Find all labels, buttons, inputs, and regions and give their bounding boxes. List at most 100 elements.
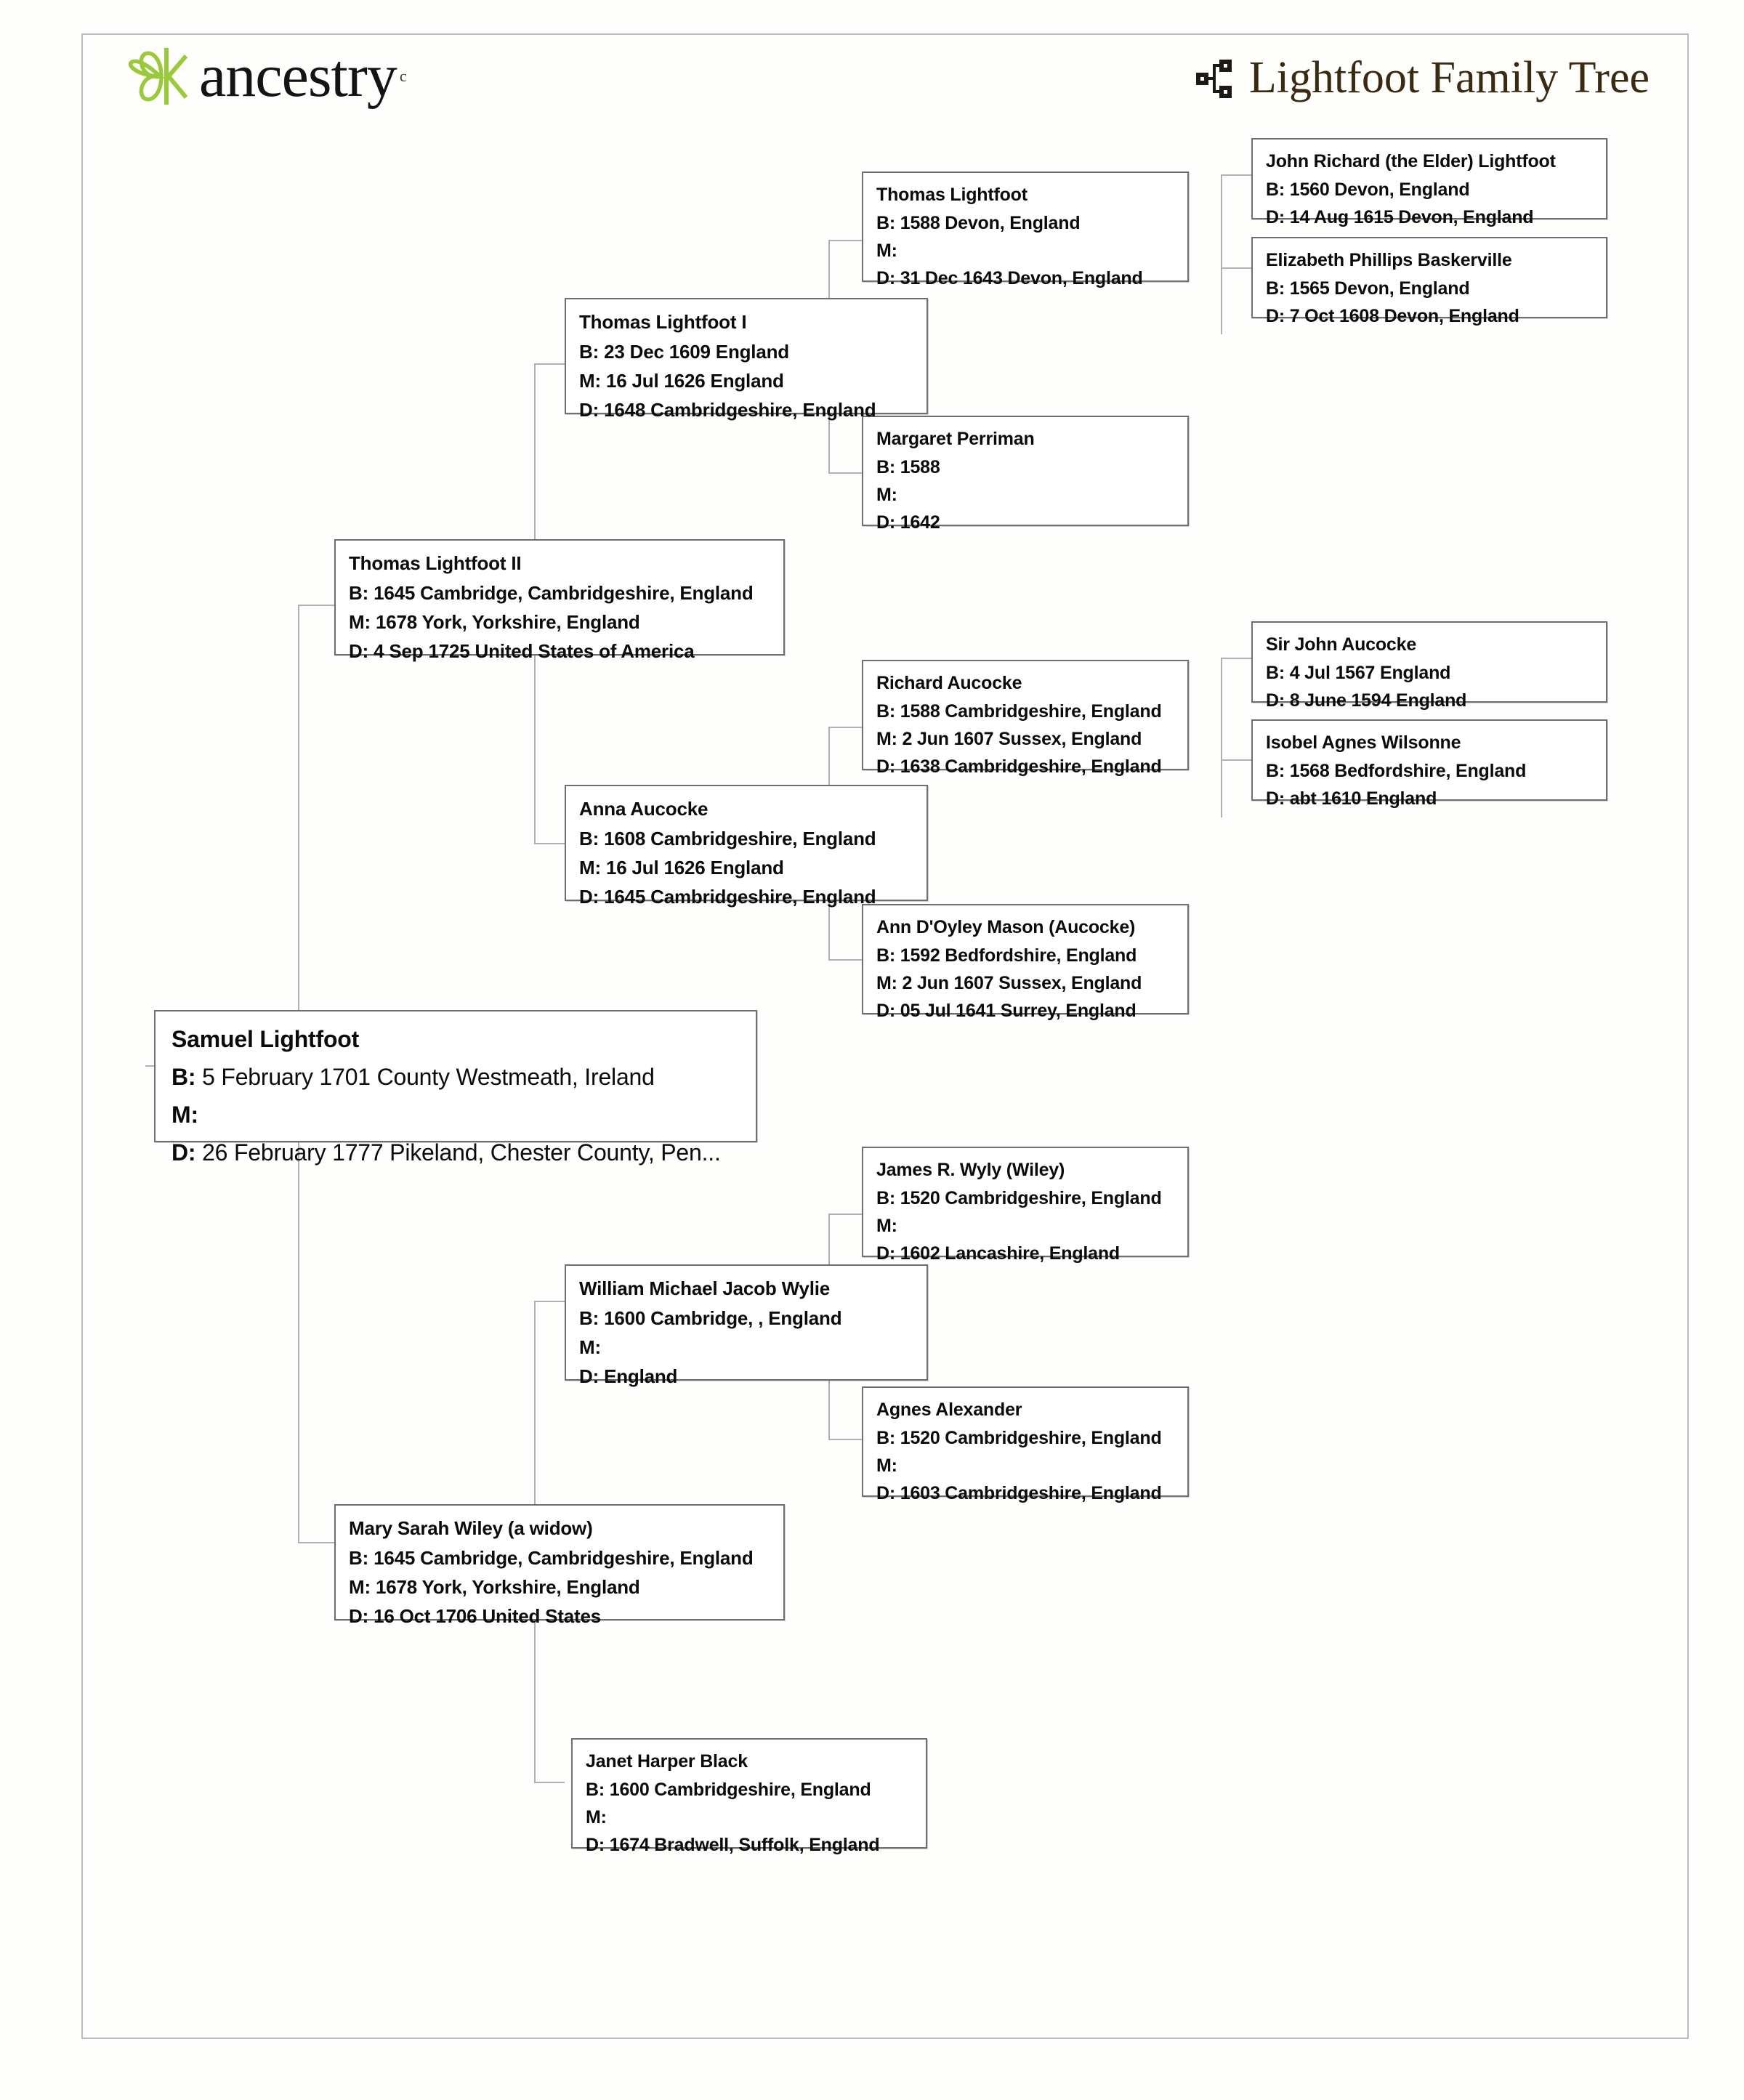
person-box-margaret-perriman[interactable]: Margaret Perriman B: 1588 M: D: 1642 [862, 416, 1189, 533]
birth-value: 4 Jul 1567 England [1289, 663, 1451, 683]
person-death: D: England [579, 1365, 678, 1387]
person-marriage: M: [171, 1102, 198, 1128]
person-death: D: 1648 Cambridgeshire, England [579, 399, 876, 421]
person-birth: B: 4 Jul 1567 England [1266, 663, 1451, 683]
death-value: 26 February 1777 Pikeland, Chester Count… [202, 1139, 721, 1166]
person-death: D: 31 Dec 1643 Devon, England [876, 268, 1143, 288]
person-birth: B: 1568 Bedfordshire, England [1266, 761, 1527, 781]
person-name: William Michael Jacob Wylie [579, 1277, 831, 1299]
family-tree-icon [1195, 59, 1232, 98]
connector [534, 363, 565, 365]
person-marriage: M: 16 Jul 1626 England [579, 857, 784, 879]
ancestry-logo[interactable]: ancestry c [116, 45, 407, 108]
death-value: 7 Oct 1608 Devon, England [1289, 306, 1519, 326]
person-death: D: 1638 Cambridgeshire, England [876, 756, 1162, 777]
person-box-thomas-lightfoot[interactable]: Thomas Lightfoot B: 1588 Devon, England … [862, 171, 1189, 288]
birth-value: 1520 Cambridgeshire, England [900, 1188, 1162, 1208]
person-death: D: 1603 Cambridgeshire, England [876, 1483, 1162, 1503]
death-value: 1642 [900, 512, 940, 533]
person-box-ann-doyley-mason[interactable]: Ann D'Oyley Mason (Aucocke) B: 1592 Bedf… [862, 904, 1189, 1021]
death-value: 31 Dec 1643 Devon, England [900, 268, 1143, 288]
person-box-thomas-lightfoot-i[interactable]: Thomas Lightfoot I B: 23 Dec 1609 Englan… [565, 298, 928, 421]
person-box-richard-aucocke[interactable]: Richard Aucocke B: 1588 Cambridgeshire, … [862, 660, 1189, 777]
person-box-anna-aucocke[interactable]: Anna Aucocke B: 1608 Cambridgeshire, Eng… [565, 785, 928, 908]
birth-value: 23 Dec 1609 England [604, 341, 789, 363]
person-name: Thomas Lightfoot [876, 185, 1028, 205]
person-name: Elizabeth Phillips Baskerville [1266, 250, 1512, 270]
person-death: D: 7 Oct 1608 Devon, England [1266, 306, 1519, 326]
birth-value: 1588 Devon, England [900, 213, 1081, 233]
birth-value: 1600 Cambridgeshire, England [609, 1780, 871, 1800]
person-name: Anna Aucocke [579, 798, 708, 820]
trademark-mark: c [399, 67, 407, 85]
person-birth: B: 1560 Devon, England [1266, 179, 1470, 200]
connector [828, 1439, 862, 1440]
page-border [81, 33, 1689, 2039]
person-box-james-r-wyly[interactable]: James R. Wyly (Wiley) B: 1520 Cambridges… [862, 1147, 1189, 1264]
person-birth: B: 1520 Cambridgeshire, England [876, 1428, 1162, 1448]
person-box-agnes-alexander[interactable]: Agnes Alexander B: 1520 Cambridgeshire, … [862, 1386, 1189, 1503]
person-marriage: M: 2 Jun 1607 Sussex, England [876, 973, 1142, 993]
tree-title-group: Lightfoot Family Tree [1195, 52, 1650, 104]
person-box-william-michael-jacob-wylie[interactable]: William Michael Jacob Wylie B: 1600 Camb… [565, 1264, 928, 1387]
person-box-john-richard-lightfoot[interactable]: John Richard (the Elder) Lightfoot B: 15… [1251, 138, 1607, 227]
connector [828, 727, 862, 728]
connector [1221, 174, 1222, 254]
person-box-thomas-lightfoot-ii[interactable]: Thomas Lightfoot II B: 1645 Cambridge, C… [334, 539, 785, 662]
connector [828, 472, 862, 474]
marriage-value: 1678 York, Yorkshire, England [375, 611, 640, 633]
connector [534, 1782, 565, 1783]
birth-value: 1645 Cambridge, Cambridgeshire, England [374, 1547, 754, 1569]
death-value: 16 Oct 1706 United States [374, 1605, 601, 1627]
person-name: James R. Wyly (Wiley) [876, 1160, 1065, 1180]
person-box-isobel-agnes-wilsonne[interactable]: Isobel Agnes Wilsonne B: 1568 Bedfordshi… [1251, 719, 1607, 809]
person-box-samuel-lightfoot[interactable]: Samuel Lightfoot B: 5 February 1701 Coun… [154, 1010, 757, 1166]
birth-value: 1588 Cambridgeshire, England [900, 701, 1162, 722]
death-value: 1645 Cambridgeshire, England [604, 886, 876, 908]
death-value: 8 June 1594 England [1289, 690, 1467, 711]
person-death: D: 16 Oct 1706 United States [349, 1605, 601, 1627]
connector [828, 1326, 830, 1439]
person-name: Sir John Aucocke [1266, 634, 1417, 655]
person-death: D: 1645 Cambridgeshire, England [579, 886, 876, 908]
person-name: John Richard (the Elder) Lightfoot [1266, 151, 1556, 171]
person-death: D: abt 1610 England [1266, 788, 1437, 809]
connector [1221, 658, 1251, 659]
marriage-value: 2 Jun 1607 Sussex, England [902, 729, 1142, 749]
connector [534, 1542, 536, 1782]
person-box-mary-sarah-wiley[interactable]: Mary Sarah Wiley (a widow) B: 1645 Cambr… [334, 1504, 785, 1627]
connector [828, 356, 830, 472]
person-death: D: 1602 Lancashire, England [876, 1243, 1121, 1264]
person-box-elizabeth-phillips-baskerville[interactable]: Elizabeth Phillips Baskerville B: 1565 D… [1251, 237, 1607, 326]
person-birth: B: 1592 Bedfordshire, England [876, 945, 1137, 966]
person-death: D: 26 February 1777 Pikeland, Chester Co… [171, 1139, 721, 1166]
person-birth: B: 1588 Cambridgeshire, England [876, 701, 1162, 722]
birth-value: 1608 Cambridgeshire, England [604, 828, 876, 849]
person-marriage: M: 1678 York, Yorkshire, England [349, 1576, 640, 1598]
connector [1221, 738, 1222, 817]
person-box-sir-john-aucocke[interactable]: Sir John Aucocke B: 4 Jul 1567 England D… [1251, 621, 1607, 711]
person-birth: B: 1600 Cambridgeshire, England [586, 1780, 871, 1800]
birth-value: 5 February 1701 County Westmeath, Irelan… [202, 1064, 655, 1090]
connector [534, 603, 536, 843]
connector [298, 1033, 299, 1542]
birth-value: 1600 Cambridge, , England [604, 1307, 842, 1329]
death-value: 1602 Lancashire, England [900, 1243, 1121, 1264]
person-death: D: 14 Aug 1615 Devon, England [1266, 207, 1534, 227]
person-marriage: M: [876, 1216, 897, 1236]
page-title: Lightfoot Family Tree [1248, 53, 1650, 102]
person-marriage: M: 2 Jun 1607 Sussex, England [876, 729, 1142, 749]
birth-value: 1592 Bedfordshire, England [900, 945, 1137, 966]
birth-value: 1588 [900, 457, 940, 477]
connector [828, 843, 830, 959]
death-value: 14 Aug 1615 Devon, England [1289, 207, 1534, 227]
death-value: abt 1610 England [1289, 788, 1437, 809]
person-marriage: M: 16 Jul 1626 England [579, 370, 784, 392]
marriage-value: 16 Jul 1626 England [605, 370, 784, 392]
connector [298, 605, 299, 1033]
person-marriage: M: 1678 York, Yorkshire, England [349, 611, 640, 633]
person-box-janet-harper-black[interactable]: Janet Harper Black B: 1600 Cambridgeshir… [571, 1738, 927, 1855]
marriage-value: 1678 York, Yorkshire, England [375, 1576, 640, 1598]
person-birth: B: 1588 [876, 457, 940, 477]
connector [1221, 267, 1251, 269]
